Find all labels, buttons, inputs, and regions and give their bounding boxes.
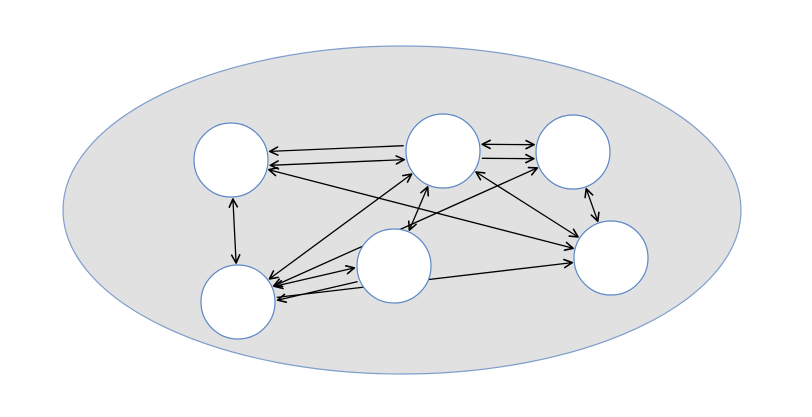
node-top-left [193, 122, 269, 198]
edge-top-left-to-top-middle [269, 155, 406, 170]
edge-center-to-bottom-left [276, 280, 358, 303]
edge-top-left-to-bottom-left [228, 198, 241, 264]
network-container [62, 45, 742, 375]
edge-top-right-to-right [584, 187, 600, 223]
node-top-middle [405, 113, 481, 189]
node-right [573, 220, 649, 296]
node-top-right [535, 114, 611, 190]
node-center [356, 228, 432, 304]
edge-top-middle-to-top-left [268, 145, 404, 156]
edge-bottom-left-to-center [273, 265, 356, 290]
nodes-layer [193, 113, 649, 340]
node-bottom-left [200, 264, 276, 340]
